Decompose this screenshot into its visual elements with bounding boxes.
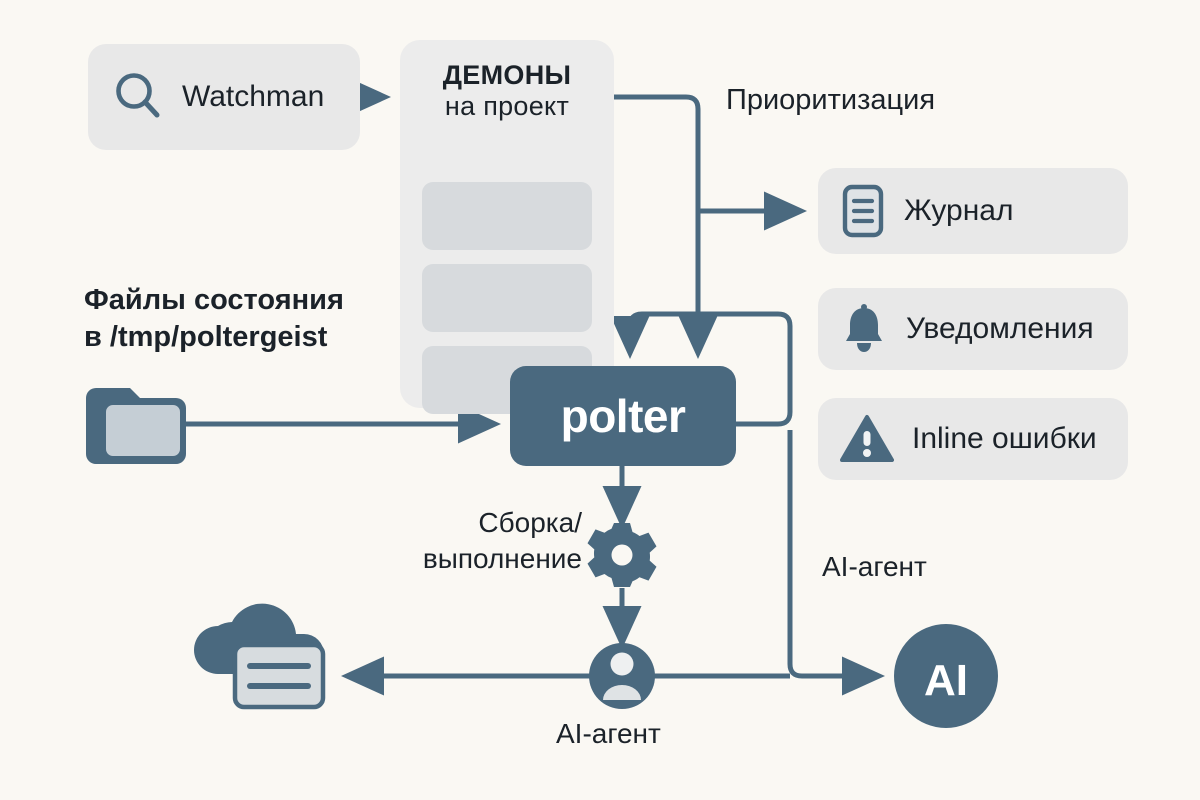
build-line-1: Сборка/	[478, 507, 582, 538]
daemons-panel: ДЕМОНЫ на проект	[400, 40, 614, 414]
search-icon	[116, 73, 160, 118]
watchman-card[interactable]: Watchman	[88, 44, 360, 150]
bell-icon	[846, 304, 882, 352]
state-files-line-2: в /tmp/poltergeist	[84, 321, 328, 354]
notifications-card[interactable]: Уведомления	[818, 288, 1128, 370]
wire-polter-right-to-ai	[787, 430, 886, 696]
state-files-label: Файлы состояния в /tmp/poltergeist	[84, 282, 384, 356]
daemon-row[interactable]	[422, 182, 592, 250]
ai-agent-right-label: AI-агент	[822, 551, 927, 582]
notifications-label: Уведомления	[906, 312, 1094, 345]
prioritization-label: Приоритизация	[726, 84, 936, 116]
daemons-title-block: ДЕМОНЫ на проект	[400, 60, 614, 123]
warning-triangle-icon	[840, 415, 894, 462]
build-line-2: выполнение	[422, 543, 582, 575]
watchman-label: Watchman	[182, 80, 325, 113]
inline-errors-label: Inline ошибки	[912, 422, 1097, 455]
inline-errors-card[interactable]: Inline ошибки	[818, 398, 1128, 480]
polter-node[interactable]: polter	[510, 366, 736, 466]
state-files-line-1: Файлы состояния	[84, 284, 344, 316]
document-lines-icon	[842, 184, 884, 238]
wire-daemons-trunk	[610, 94, 701, 336]
journal-card[interactable]: Журнал	[818, 168, 1128, 254]
ai-agent-bottom-label: AI-агент	[556, 718, 661, 749]
daemons-title: ДЕМОНЫ	[442, 60, 572, 90]
daemons-subtitle: на проект	[444, 91, 570, 122]
daemon-row[interactable]	[422, 264, 592, 332]
build-execute-label: Сборка/ выполнение	[396, 505, 582, 578]
journal-label: Журнал	[904, 194, 1014, 227]
polter-label: polter	[560, 390, 686, 442]
